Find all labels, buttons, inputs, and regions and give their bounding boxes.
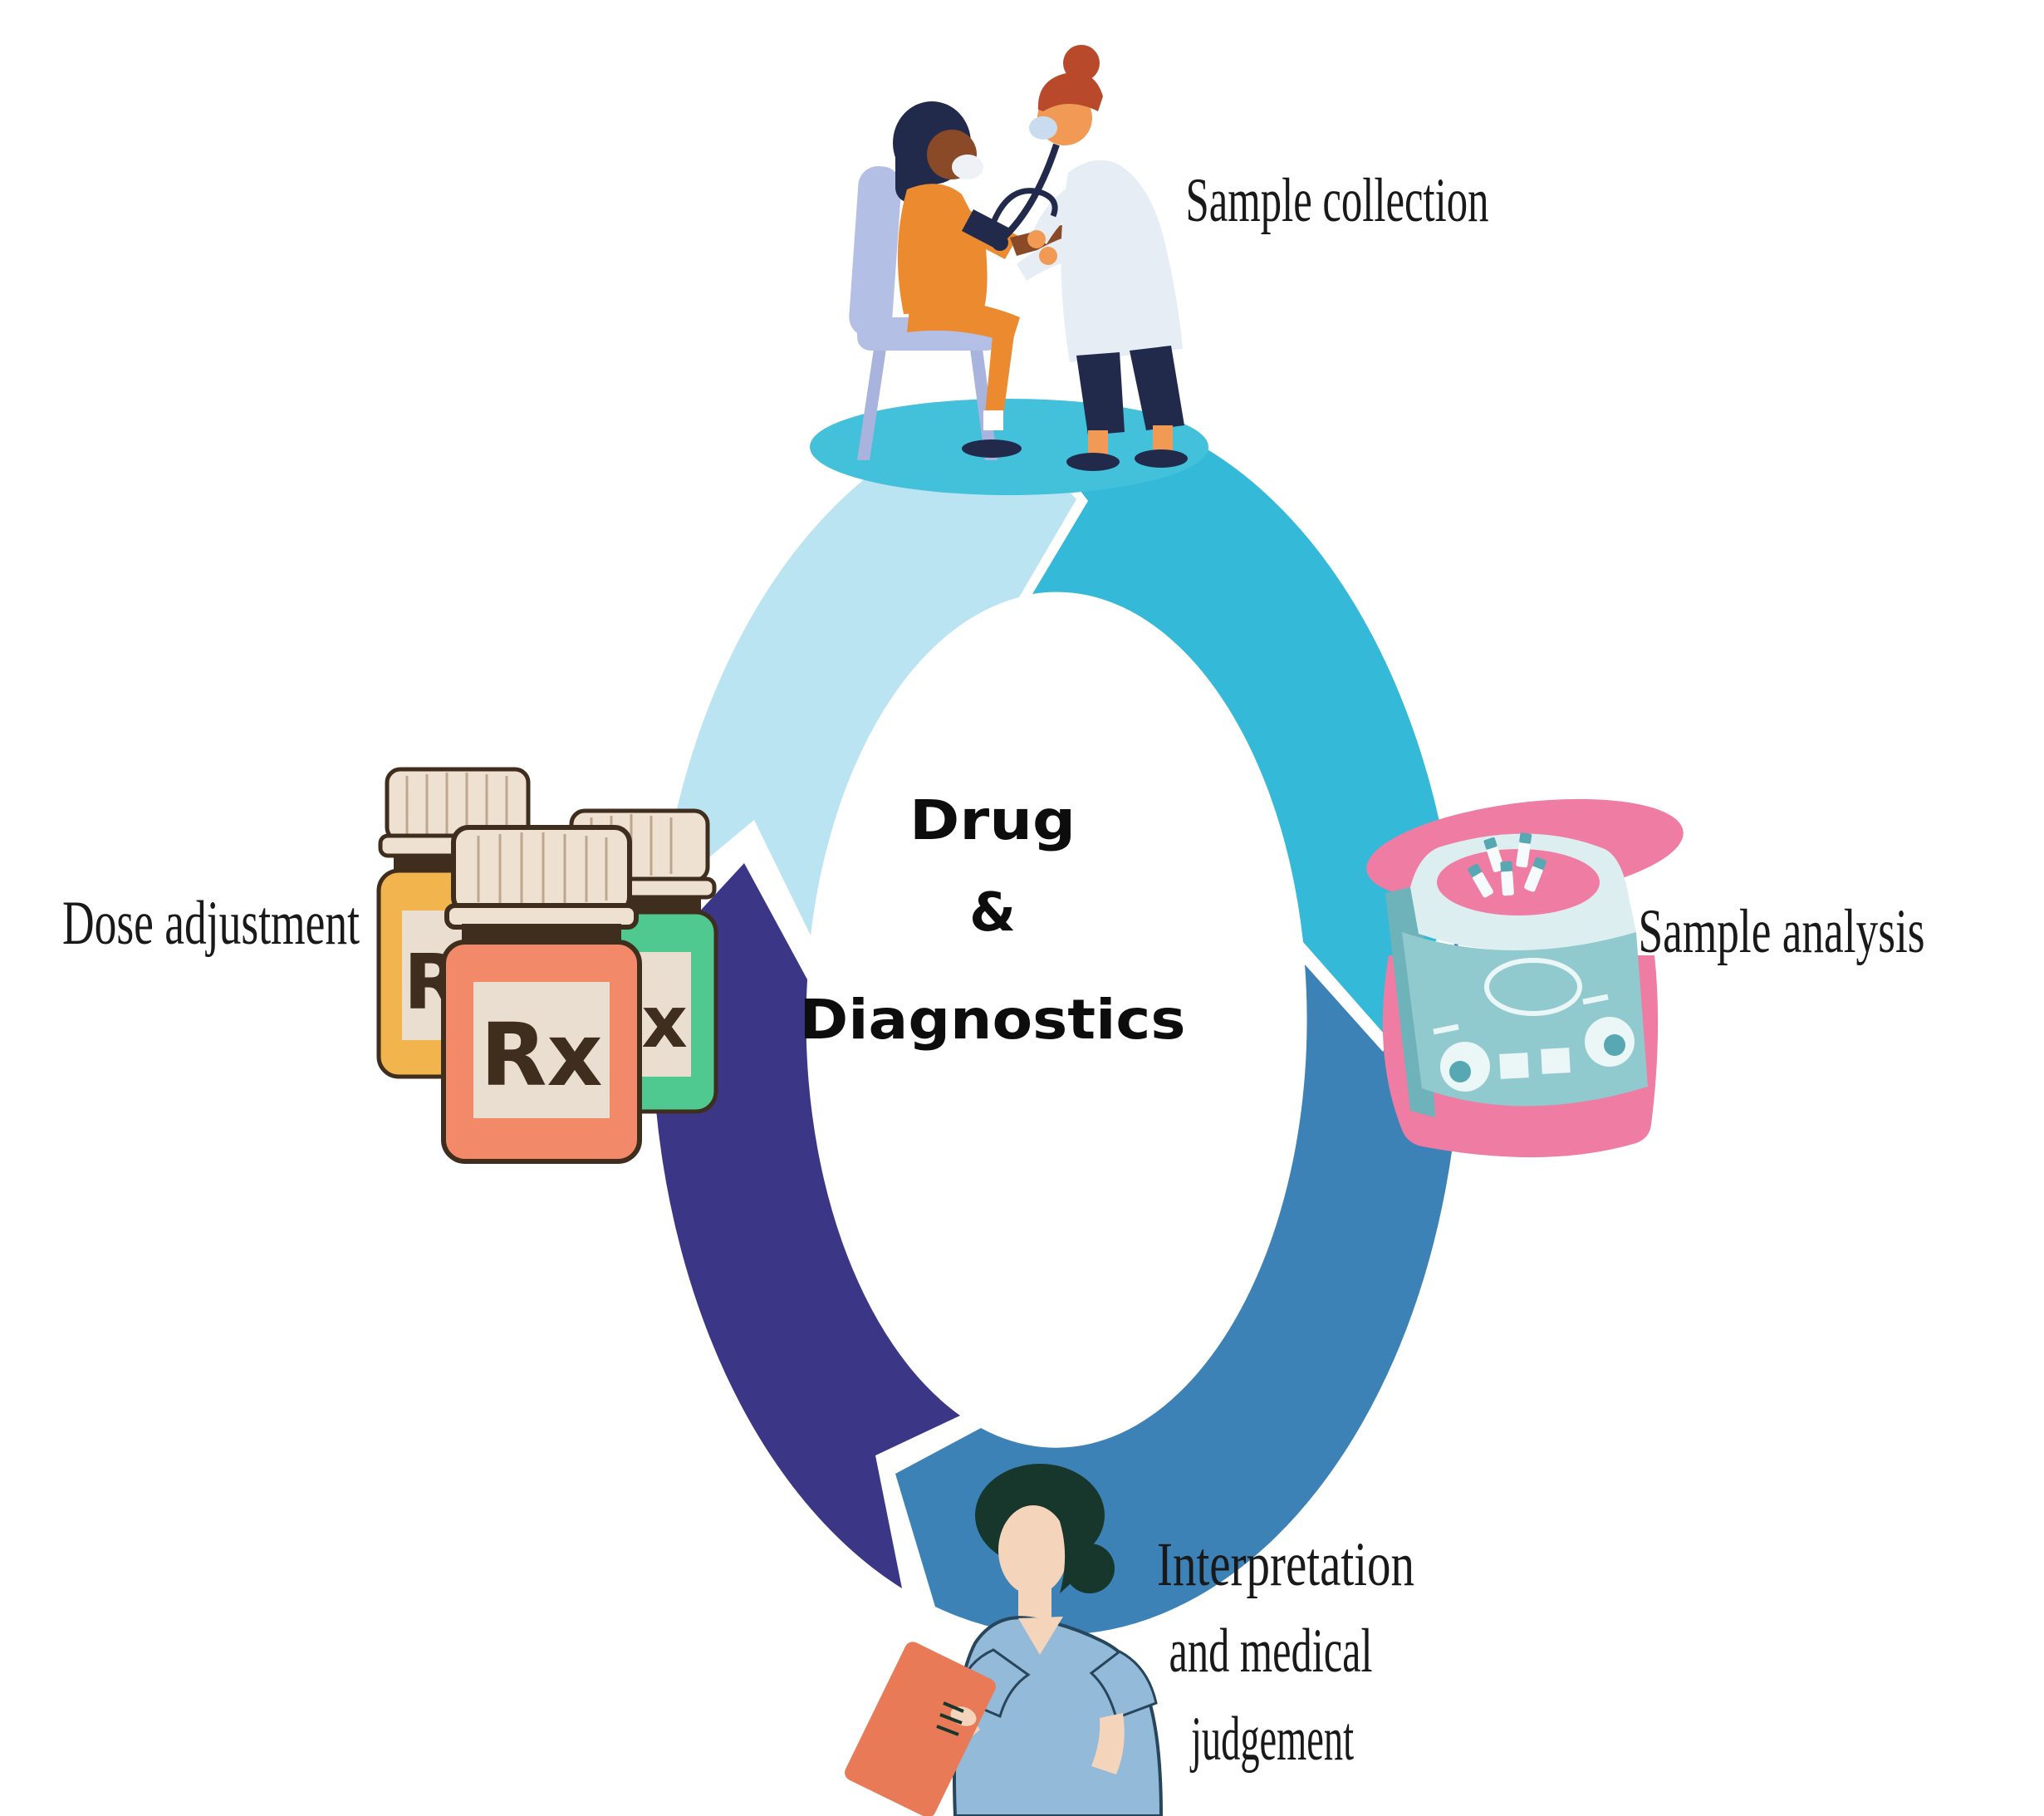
center-title-line2: & <box>969 882 1016 944</box>
stethoscope-tube <box>999 143 1060 242</box>
centrifuge-screen <box>1484 958 1582 1016</box>
centrifuge-knob-right-dot <box>1604 1034 1625 1056</box>
doctor-coat <box>1061 160 1183 362</box>
bottle-label <box>473 982 610 1118</box>
sample-tubes <box>1468 832 1547 898</box>
center-title: Drug & Diagnostics <box>800 788 1186 1052</box>
doctor-trouser-right <box>1130 346 1184 430</box>
label-interpretation-line1: Interpretation <box>1157 1530 1414 1599</box>
label-sample-analysis: Sample analysis <box>1639 897 1925 966</box>
ring-segment-sample-collection <box>1017 405 1454 1033</box>
rx-text-salmon: Rx <box>480 1004 602 1106</box>
doctor-hair-bun <box>1063 45 1100 81</box>
centrifuge-button-1 <box>1499 1053 1529 1079</box>
patient-torso <box>897 184 988 314</box>
doctor-mask <box>1029 116 1057 140</box>
center-title-line1: Drug <box>909 788 1076 852</box>
bottle-cap <box>451 825 632 915</box>
label-interpretation-line3: judgement <box>1189 1705 1354 1774</box>
tablet <box>845 1642 996 1816</box>
doctor-shoe-left <box>1066 453 1120 471</box>
clinician-face <box>998 1505 1068 1595</box>
cap-ridges <box>477 832 608 906</box>
doctor <box>990 45 1188 471</box>
patient <box>893 101 1070 458</box>
ring-segment-sample-analysis <box>895 940 1462 1636</box>
ring-segment-interpretation <box>651 863 960 1588</box>
patient-mask <box>952 155 983 179</box>
centrifuge-button-2 <box>1541 1048 1571 1074</box>
doctor-hair <box>1037 72 1103 111</box>
patient-sock <box>983 410 1003 430</box>
centrifuge-knob-left-dot <box>1449 1061 1471 1082</box>
centrifuge-illustration <box>1366 798 1684 1158</box>
patient-shoe <box>962 439 1022 458</box>
clinician-forearm-left <box>1091 1713 1125 1774</box>
label-dose-adjustment: Dose adjustment <box>62 889 360 958</box>
center-title-line3: Diagnostics <box>800 988 1186 1052</box>
patient-shin <box>985 327 1015 415</box>
chair-back <box>849 166 902 337</box>
pill-bottle-salmon: Rx <box>441 825 642 1164</box>
label-interpretation-and-medical-judgement: Interpretation and medical judgement <box>1157 1530 1414 1774</box>
chair-leg-front <box>857 349 886 460</box>
rx-bottles-illustration: Rx Rx Rx <box>376 767 718 1164</box>
doctor-hand-1 <box>1027 230 1046 248</box>
blood-pressure-check-illustration <box>810 45 1208 495</box>
clinician-vneck <box>1018 1617 1063 1655</box>
doctor-shoe-right <box>1135 449 1188 468</box>
clinician-scrub-top <box>953 1616 1164 1816</box>
centrifuge-dash-left <box>1433 1023 1459 1035</box>
cap-ridges <box>405 773 508 837</box>
bp-tube <box>990 188 1058 224</box>
doctor-hand-2 <box>1039 247 1057 265</box>
cycle-ring <box>651 405 1462 1636</box>
doctor-trouser-left <box>1076 352 1125 435</box>
label-interpretation-line2: and medical <box>1169 1617 1373 1686</box>
patient-thigh <box>907 299 1020 344</box>
doctor-ankle-right <box>1153 425 1173 452</box>
clinician-sleeve-left <box>1089 1650 1158 1720</box>
clinician-tablet-illustration <box>845 1464 1164 1816</box>
clinician-fingers <box>936 1701 964 1736</box>
ring-segment-dose-adjustment <box>660 412 1076 935</box>
chair-leg-back <box>970 349 997 460</box>
label-sample-collection: Sample collection <box>1186 166 1489 235</box>
stethoscope-chestpiece <box>992 234 1008 251</box>
centrifuge-dash-right <box>1582 994 1609 1005</box>
clinician-hair-bun <box>1065 1544 1115 1593</box>
doctor-ankle-left <box>1088 430 1108 455</box>
